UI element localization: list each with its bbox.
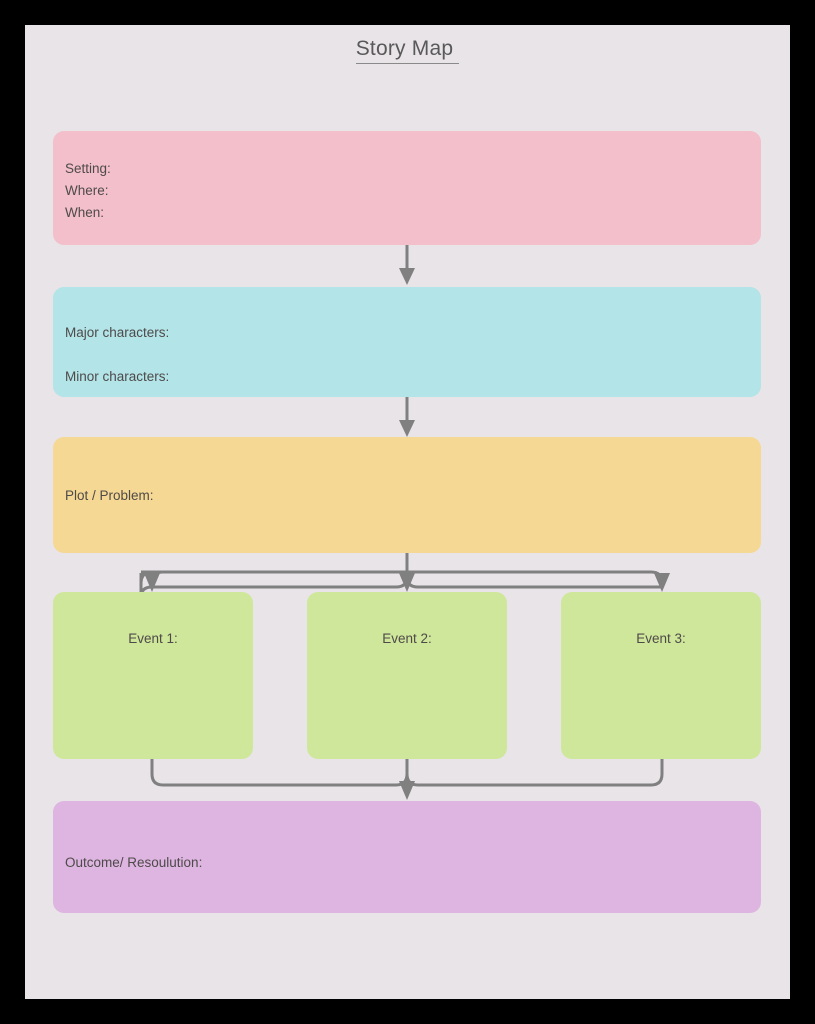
plot-problem-box[interactable]: Plot / Problem: [53,437,761,553]
event-2-box[interactable]: Event 2: [307,592,507,759]
event-3-box[interactable]: Event 3: [561,592,761,759]
characters-box[interactable]: Major characters: Minor characters: [53,287,761,397]
setting-box-text: Setting: Where: When: [65,161,111,220]
connector-setting-to-characters [399,245,415,285]
outcome-resolution-box[interactable]: Outcome/ Resoulution: [53,801,761,913]
connector-events-to-outcome [150,759,664,800]
event-3-box-text: Event 3: [636,631,686,646]
event-1-box-text: Event 1: [128,631,178,646]
page-title: Story Map [25,37,790,64]
event-2-box-text: Event 2: [382,631,432,646]
outcome-resolution-box-text: Outcome/ Resoulution: [65,855,203,870]
diagram-canvas: Story Map [25,25,790,999]
page-title-text: Story Map [355,37,460,64]
event-1-box[interactable]: Event 1: [53,592,253,759]
connector-plot-to-events [139,553,670,598]
plot-problem-box-text: Plot / Problem: [65,488,154,503]
connector-characters-to-plot [399,397,415,437]
setting-box[interactable]: Setting: Where: When: [53,131,761,245]
characters-box-text: Major characters: Minor characters: [65,325,170,384]
